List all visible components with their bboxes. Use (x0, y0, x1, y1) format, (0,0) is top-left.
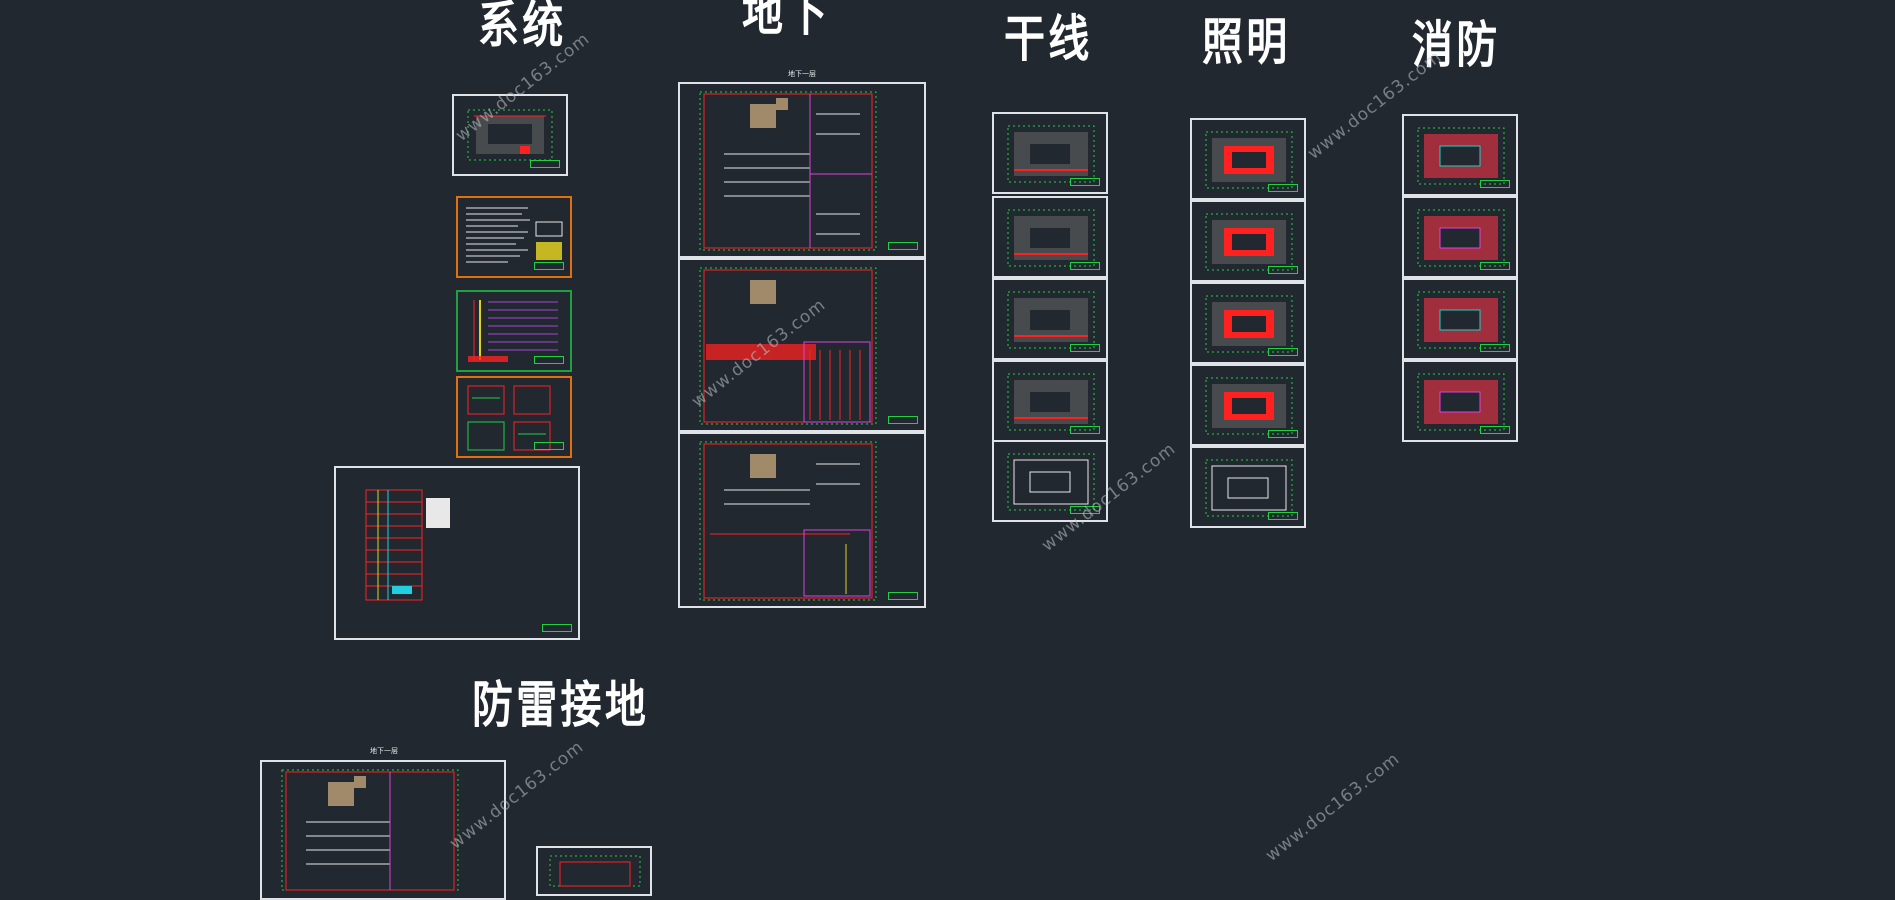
title-block (1268, 266, 1298, 274)
title-block (542, 624, 572, 632)
drawing-sheet-fire-4[interactable] (1402, 360, 1518, 442)
title-block (534, 356, 564, 364)
watermark: www.doc163.com (1262, 748, 1404, 866)
heading-lighting: 照明 (1202, 13, 1291, 71)
drawing-sheet-system-diagram-large[interactable] (334, 466, 580, 640)
drawing-sheet-fire-1[interactable] (1402, 114, 1518, 196)
sheet-caption-basement: 地下一层 (788, 70, 816, 78)
title-block (1070, 344, 1100, 352)
title-block (1480, 344, 1510, 352)
floor-plan-drawing (1417, 373, 1505, 431)
floor-plan-drawing (1205, 131, 1293, 189)
drawing-sheet-basement-2[interactable] (678, 258, 926, 432)
floor-plan-drawing (1007, 291, 1095, 349)
sheet-caption-lightning: 地下一层 (370, 747, 398, 755)
title-block (1268, 512, 1298, 520)
title-block (1268, 348, 1298, 356)
title-block (1480, 426, 1510, 434)
notes-drawing (466, 207, 563, 263)
drawing-sheet-system-plan[interactable] (452, 94, 568, 176)
title-block (1070, 178, 1100, 186)
drawing-sheet-system-riser[interactable] (456, 290, 572, 372)
heading-lightning-grounding: 防雷接地 (472, 676, 650, 734)
basement-plan-drawing (281, 769, 459, 891)
floor-plan-drawing (1205, 377, 1293, 435)
floor-plan-drawing (1007, 453, 1095, 511)
heading-system: 系统 (478, 0, 567, 54)
roof-plan-drawing (549, 855, 641, 887)
title-block (1268, 430, 1298, 438)
heading-fire: 消防 (1412, 16, 1501, 74)
plan-drawing (467, 109, 553, 161)
basement-plan-drawing (699, 441, 877, 601)
title-block (888, 242, 918, 250)
riser-drawing (468, 300, 558, 362)
drawing-sheet-lighting-1[interactable] (1190, 118, 1306, 200)
floor-plan-drawing (1417, 209, 1505, 267)
floor-plan-drawing (1205, 295, 1293, 353)
title-block (1070, 506, 1100, 514)
drawing-sheet-trunk-5[interactable] (992, 440, 1108, 522)
title-block (1480, 262, 1510, 270)
floor-plan-drawing (1417, 291, 1505, 349)
drawing-sheet-fire-3[interactable] (1402, 278, 1518, 360)
heading-trunk: 干线 (1004, 10, 1093, 68)
drawing-sheet-lighting-2[interactable] (1190, 200, 1306, 282)
drawing-sheet-trunk-4[interactable] (992, 360, 1108, 442)
basement-plan-drawing (699, 267, 877, 425)
floor-plan-drawing (1007, 373, 1095, 431)
drawing-sheet-trunk-1[interactable] (992, 112, 1108, 194)
title-block (888, 416, 918, 424)
floor-plan-drawing (1205, 459, 1293, 517)
drawing-sheet-lighting-4[interactable] (1190, 364, 1306, 446)
floor-plan-drawing (1007, 209, 1095, 267)
title-block (534, 262, 564, 270)
drawing-sheet-trunk-2[interactable] (992, 196, 1108, 278)
heading-basement: 地下 (742, 0, 831, 42)
title-block (1070, 262, 1100, 270)
title-block (1480, 180, 1510, 188)
details-drawing (467, 385, 551, 451)
title-block (1070, 426, 1100, 434)
title-block (888, 592, 918, 600)
floor-plan-drawing (1417, 127, 1505, 185)
drawing-sheet-lighting-5[interactable] (1190, 446, 1306, 528)
drawing-sheet-basement-3[interactable] (678, 432, 926, 608)
system-diagram-drawing (365, 489, 450, 601)
drawing-sheet-lightning-roof[interactable] (536, 846, 652, 896)
drawing-sheet-lighting-3[interactable] (1190, 282, 1306, 364)
drawing-sheet-system-notes[interactable] (456, 196, 572, 278)
drawing-sheet-fire-2[interactable] (1402, 196, 1518, 278)
floor-plan-drawing (1205, 213, 1293, 271)
drawing-sheet-system-details[interactable] (456, 376, 572, 458)
floor-plan-drawing (1007, 125, 1095, 183)
title-block (1268, 184, 1298, 192)
title-block (534, 442, 564, 450)
basement-plan-drawing (699, 91, 877, 251)
drawing-sheet-trunk-3[interactable] (992, 278, 1108, 360)
title-block (530, 160, 560, 168)
drawing-sheet-basement-1[interactable] (678, 82, 926, 258)
